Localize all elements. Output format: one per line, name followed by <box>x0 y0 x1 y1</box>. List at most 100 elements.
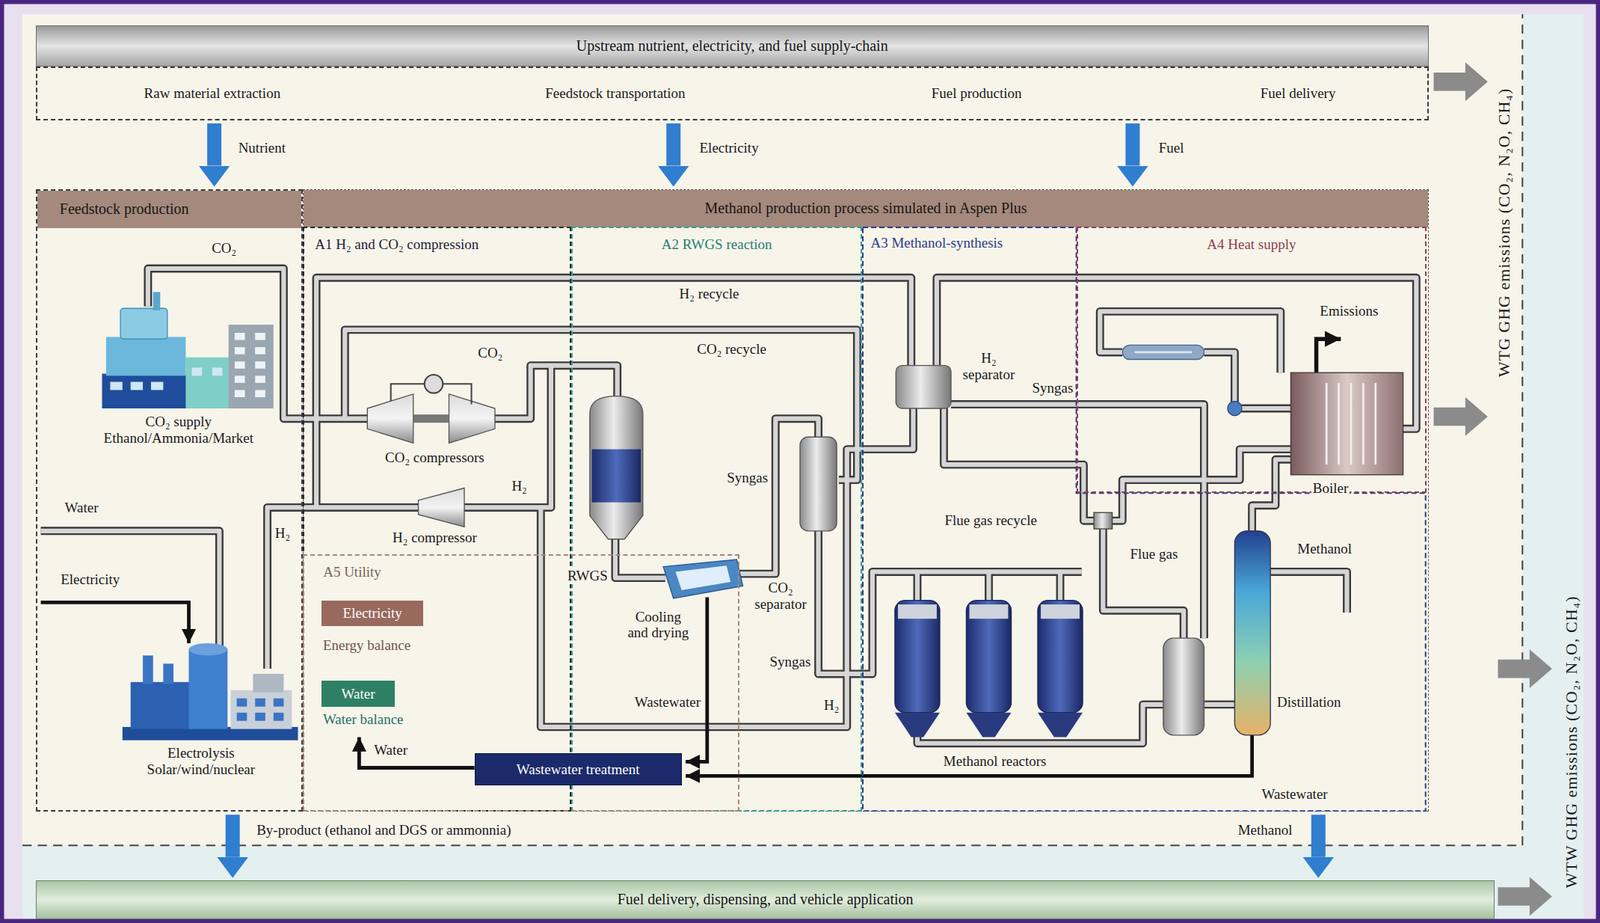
stream-label: Syngas <box>725 469 770 486</box>
co2-plant-icon <box>106 336 186 376</box>
methanol-reactor-icon <box>894 600 940 713</box>
electrolysis-plant-icon <box>162 663 174 684</box>
co2-plant-icon <box>234 332 246 341</box>
methanol-reactor-icon <box>965 600 1011 713</box>
flow-arrow <box>666 123 681 166</box>
stream-label: CO₂ <box>476 344 504 362</box>
stream-label: H₂ recycle <box>678 285 741 303</box>
emission-arrow <box>1434 397 1488 436</box>
stream-label: Methanol <box>1295 540 1354 558</box>
boiler-icon <box>1290 372 1403 475</box>
co2-plant-icon <box>192 367 203 376</box>
stream-label: Wastewater <box>1260 785 1330 803</box>
stream-label: Wastewater <box>633 693 703 711</box>
stage-row: Raw material extraction Feedstock transpo… <box>35 66 1429 121</box>
compressor-icon <box>424 374 444 394</box>
co2-plant-icon <box>254 375 266 383</box>
electrolysis-plant-icon <box>254 712 266 721</box>
section-title: A4 Heat supply <box>1204 236 1298 253</box>
co2-plant-icon <box>254 361 266 369</box>
electrolysis-plant-icon <box>130 681 195 729</box>
separator-icon <box>800 436 837 531</box>
flow-arrow <box>1311 814 1326 857</box>
methanol-reactor-icon <box>1040 604 1080 619</box>
emission-arrow <box>1434 62 1488 101</box>
co2-plant-icon <box>234 389 246 398</box>
process-pipes <box>41 268 1417 744</box>
methanol-reactor-icon <box>897 604 937 619</box>
co2-plant-icon <box>120 308 168 339</box>
compressor-icon <box>367 374 495 527</box>
flow-label: Fuel <box>1157 139 1186 157</box>
electrolysis-plant-icon <box>273 712 285 721</box>
region-outline <box>862 227 1426 811</box>
co2-plant-icon <box>109 367 223 390</box>
stream-label: Water <box>372 741 409 759</box>
equipment-label: H₂ compressor <box>391 529 479 546</box>
electrolysis-plant-icon <box>230 690 292 729</box>
equipment-label: CO₂ separator <box>749 579 812 613</box>
boiler-icon <box>1227 400 1242 415</box>
rwgs-reactor-icon <box>592 449 642 503</box>
flow-arrow <box>1316 338 1342 373</box>
electrolysis-plant-icon <box>254 698 266 707</box>
utility-note: Energy balance <box>321 637 412 654</box>
electrolysis-plant-icon <box>237 698 285 721</box>
co2-plant-icon <box>151 382 163 391</box>
electrolysis-plant-icon <box>237 698 248 707</box>
compressor-icon <box>418 487 465 527</box>
equipment-label: H₂ separator <box>959 349 1019 383</box>
boiler-icon <box>1122 344 1403 475</box>
co2-plant-icon <box>254 346 266 355</box>
methanol-reactor-icon <box>969 604 1009 619</box>
cooling-dryer-icon <box>675 565 731 590</box>
co2-plant-icon <box>228 324 274 409</box>
co2-plant-icon <box>101 291 273 409</box>
stage-label: Fuel delivery <box>1260 85 1337 102</box>
stream-label: Syngas <box>1030 379 1075 397</box>
cooling-dryer-icon <box>663 559 743 599</box>
stage-label: Feedstock transportation <box>545 85 685 102</box>
methanol-reactor-icon <box>965 712 1011 738</box>
co2-plant-icon <box>234 361 246 369</box>
band-title: Upstream nutrient, electricity, and fuel… <box>570 37 895 55</box>
separator-icon <box>1093 512 1113 529</box>
methanol-reactor-icon <box>1037 712 1083 738</box>
equipment-label: Electrolysis Solar/wind/nuclear <box>124 744 278 778</box>
figure-ground <box>22 14 1523 845</box>
flow-arrow <box>41 601 190 643</box>
equipment-label: CO₂ compressors <box>383 449 486 466</box>
stream-label: Syngas <box>767 653 812 670</box>
treatment-box: Wastewater treatment <box>474 752 682 785</box>
cooling-dryer-icon <box>663 559 743 599</box>
separator-icon <box>800 365 1204 735</box>
stream-label: Water <box>63 499 101 516</box>
stage-label: Raw material extraction <box>144 85 282 102</box>
stream-label: Electricity <box>59 571 122 588</box>
electrolysis-plant-icon <box>188 642 228 655</box>
section-title: A1 H₂ and CO₂ compression <box>312 236 481 253</box>
rwgs-reactor-icon <box>589 396 643 540</box>
utility-box: Electricity <box>321 600 424 626</box>
flow-label: Methanol <box>1236 821 1295 839</box>
process-panel: Methanol production process simulated in… <box>302 189 1429 812</box>
compressor-icon <box>367 394 413 444</box>
electrolysis-plant-icon <box>273 698 285 707</box>
flow-arrow <box>685 734 1252 777</box>
methanol-reactor-icon <box>1037 600 1083 713</box>
equipment-label: CO₂ supply Ethanol/Ammonia/Market <box>87 413 270 447</box>
section-region: A2 RWGS reaction <box>571 226 863 812</box>
separator-icon <box>895 365 952 409</box>
boiler-icon <box>1326 382 1376 465</box>
band-title: Fuel delivery, dispensing, and vehicle a… <box>611 890 920 908</box>
co2-plant-icon <box>254 332 266 341</box>
process-pipes <box>41 268 1417 744</box>
equipment-label: RWGS <box>565 567 610 584</box>
stream-label: Flue gas recycle <box>942 512 1038 529</box>
equipment-label: Distillation <box>1275 693 1343 711</box>
